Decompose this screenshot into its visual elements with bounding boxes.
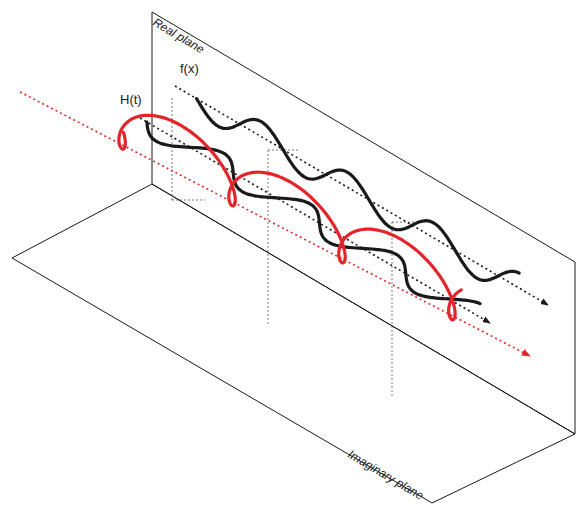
imaginary-plane [12,184,575,503]
guide-line [268,150,269,325]
imaginary-axis-arrow [140,118,490,323]
guide-line [172,98,173,200]
imaginary-wave [147,122,480,304]
complex-axis-arrow [20,92,530,356]
guide-line [172,200,205,201]
function-label: f(x) [178,62,201,76]
guide-line [392,222,393,398]
real-wave [197,99,520,281]
function-label: H(t) [118,93,144,107]
plane-label: Real plane [150,16,206,57]
projection-guides [172,98,425,398]
real-plane [152,12,575,434]
plane-label: Imaginary plane [345,448,425,503]
real-axis-arrow [175,86,548,305]
complex-helix [119,115,461,319]
